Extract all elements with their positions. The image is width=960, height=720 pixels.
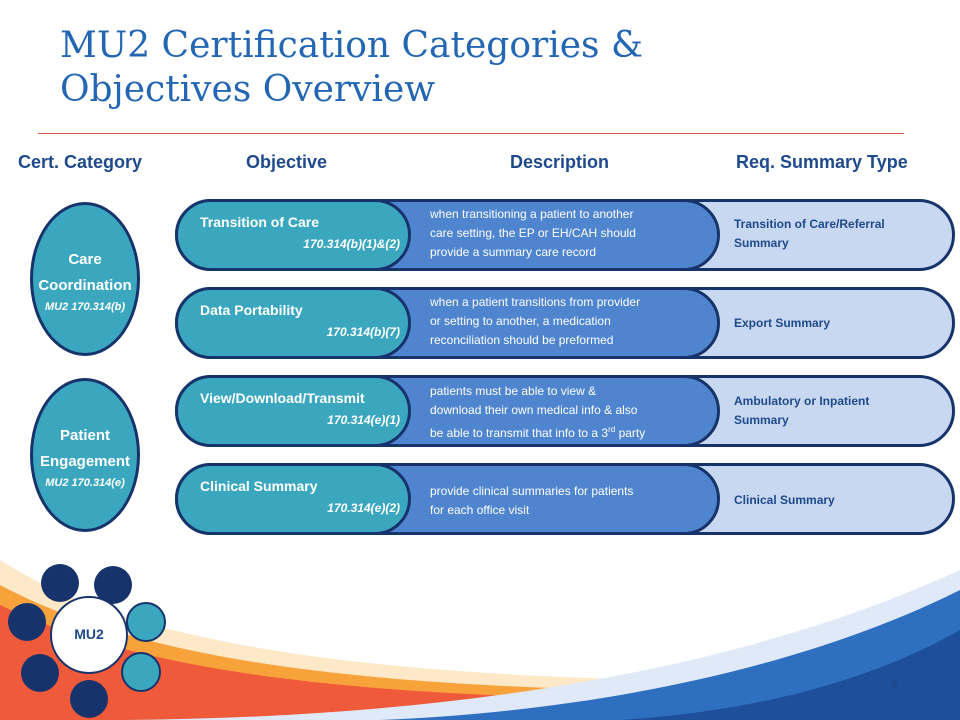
logo-dot bbox=[126, 602, 166, 642]
page-number: 4 bbox=[890, 676, 898, 692]
objective-pill-transition-of-care: Transition of Care 170.314(b)(1)&(2) bbox=[175, 199, 411, 271]
summary-line: Summary bbox=[734, 236, 789, 250]
header-cert-category: Cert. Category bbox=[18, 152, 143, 172]
summary-line: Ambulatory or Inpatient bbox=[734, 394, 870, 408]
description-line-part: be able to transmit that info to a 3 bbox=[430, 426, 609, 440]
objective-pill-clinical-summary: Clinical Summary 170.314(e)(2) bbox=[175, 463, 411, 535]
category-care-coordination: Care Coordination MU2 170.314(b) bbox=[30, 202, 140, 356]
description-line: care setting, the EP or EH/CAH should bbox=[430, 226, 636, 240]
description-pill bbox=[355, 287, 720, 359]
category-name-line-1: Patient bbox=[59, 427, 110, 444]
logo-dot bbox=[121, 652, 161, 692]
description-text: patients must be able to view & download… bbox=[430, 382, 710, 443]
description-line: patients must be able to view & bbox=[430, 384, 597, 398]
description-line: download their own medical info & also bbox=[430, 403, 638, 417]
summary-text: Export Summary bbox=[734, 314, 939, 333]
logo-dot bbox=[94, 566, 132, 604]
summary-line: Export Summary bbox=[734, 316, 831, 330]
category-code: MU2 170.314(b) bbox=[44, 301, 126, 313]
summary-text: Clinical Summary bbox=[734, 491, 939, 510]
objective-code: 170.314(b)(7) bbox=[326, 325, 400, 339]
objective-code: 170.314(e)(1) bbox=[327, 413, 400, 427]
description-line: provide a summary care record bbox=[430, 245, 597, 259]
objective-pill-view-download-transmit: View/Download/Transmit 170.314(e)(1) bbox=[175, 375, 411, 447]
objective-code: 170.314(e)(2) bbox=[327, 501, 400, 515]
logo-dot bbox=[21, 654, 59, 692]
logo-dot bbox=[8, 603, 46, 641]
mu2-logo bbox=[8, 564, 166, 718]
objective-name: Transition of Care bbox=[200, 214, 320, 230]
summary-text: Ambulatory or Inpatient Summary bbox=[734, 392, 939, 430]
objective-name: View/Download/Transmit bbox=[200, 390, 365, 406]
header-summary-type: Req. Summary Type bbox=[736, 152, 908, 172]
objective-name: Data Portability bbox=[200, 302, 303, 318]
description-line-part: party bbox=[615, 426, 646, 440]
objective-pill-data-portability: Data Portability 170.314(b)(7) bbox=[175, 287, 411, 359]
summary-line: Transition of Care/Referral bbox=[734, 217, 885, 231]
title-divider bbox=[38, 133, 904, 134]
description-line: or setting to another, a medication bbox=[430, 314, 611, 328]
description-pill bbox=[355, 463, 720, 535]
description-line: provide clinical summaries for patients bbox=[430, 484, 634, 498]
objective-name: Clinical Summary bbox=[200, 478, 318, 494]
description-line: when a patient transitions from provider bbox=[430, 295, 641, 309]
description-text: provide clinical summaries for patients … bbox=[430, 482, 710, 520]
swoosh-blue bbox=[380, 590, 960, 720]
description-line: for each office visit bbox=[430, 503, 530, 517]
logo-center bbox=[50, 596, 128, 674]
description-text: when transitioning a patient to another … bbox=[430, 205, 710, 262]
superscript: rd bbox=[608, 425, 616, 434]
category-name-line-1: Care bbox=[68, 251, 102, 268]
logo-dot bbox=[70, 680, 108, 718]
category-patient-engagement: Patient Engagement MU2 170.314(e) bbox=[30, 378, 140, 532]
objective-code: 170.314(b)(1)&(2) bbox=[303, 237, 400, 251]
description-pill bbox=[355, 199, 720, 271]
summary-line: Summary bbox=[734, 413, 789, 427]
footer-swoosh-decoration bbox=[0, 560, 960, 720]
logo-label: MU2 bbox=[74, 626, 104, 642]
swoosh-red bbox=[0, 605, 960, 720]
summary-text: Transition of Care/Referral Summary bbox=[734, 215, 939, 253]
category-name-line-2: Coordination bbox=[38, 277, 132, 294]
description-text: when a patient transitions from provider… bbox=[430, 293, 710, 350]
category-code: MU2 170.314(e) bbox=[45, 477, 125, 489]
summary-line: Clinical Summary bbox=[734, 493, 835, 507]
description-line: when transitioning a patient to another bbox=[430, 207, 634, 221]
title-line-2: Objectives Overview bbox=[60, 69, 436, 110]
category-name-line-2: Engagement bbox=[39, 453, 130, 470]
slide-title: MU2 Certification Categories & Objective… bbox=[60, 24, 920, 112]
header-objective: Objective bbox=[246, 152, 328, 172]
swoosh-darkblue bbox=[620, 630, 960, 720]
header-description: Description bbox=[510, 152, 610, 172]
description-line: reconciliation should be preformed bbox=[430, 333, 614, 347]
description-line: be able to transmit that info to a 3rd p… bbox=[430, 420, 710, 443]
title-line-1: MU2 Certification Categories & bbox=[60, 25, 643, 66]
logo-dot bbox=[41, 564, 79, 602]
description-pill bbox=[355, 375, 720, 447]
